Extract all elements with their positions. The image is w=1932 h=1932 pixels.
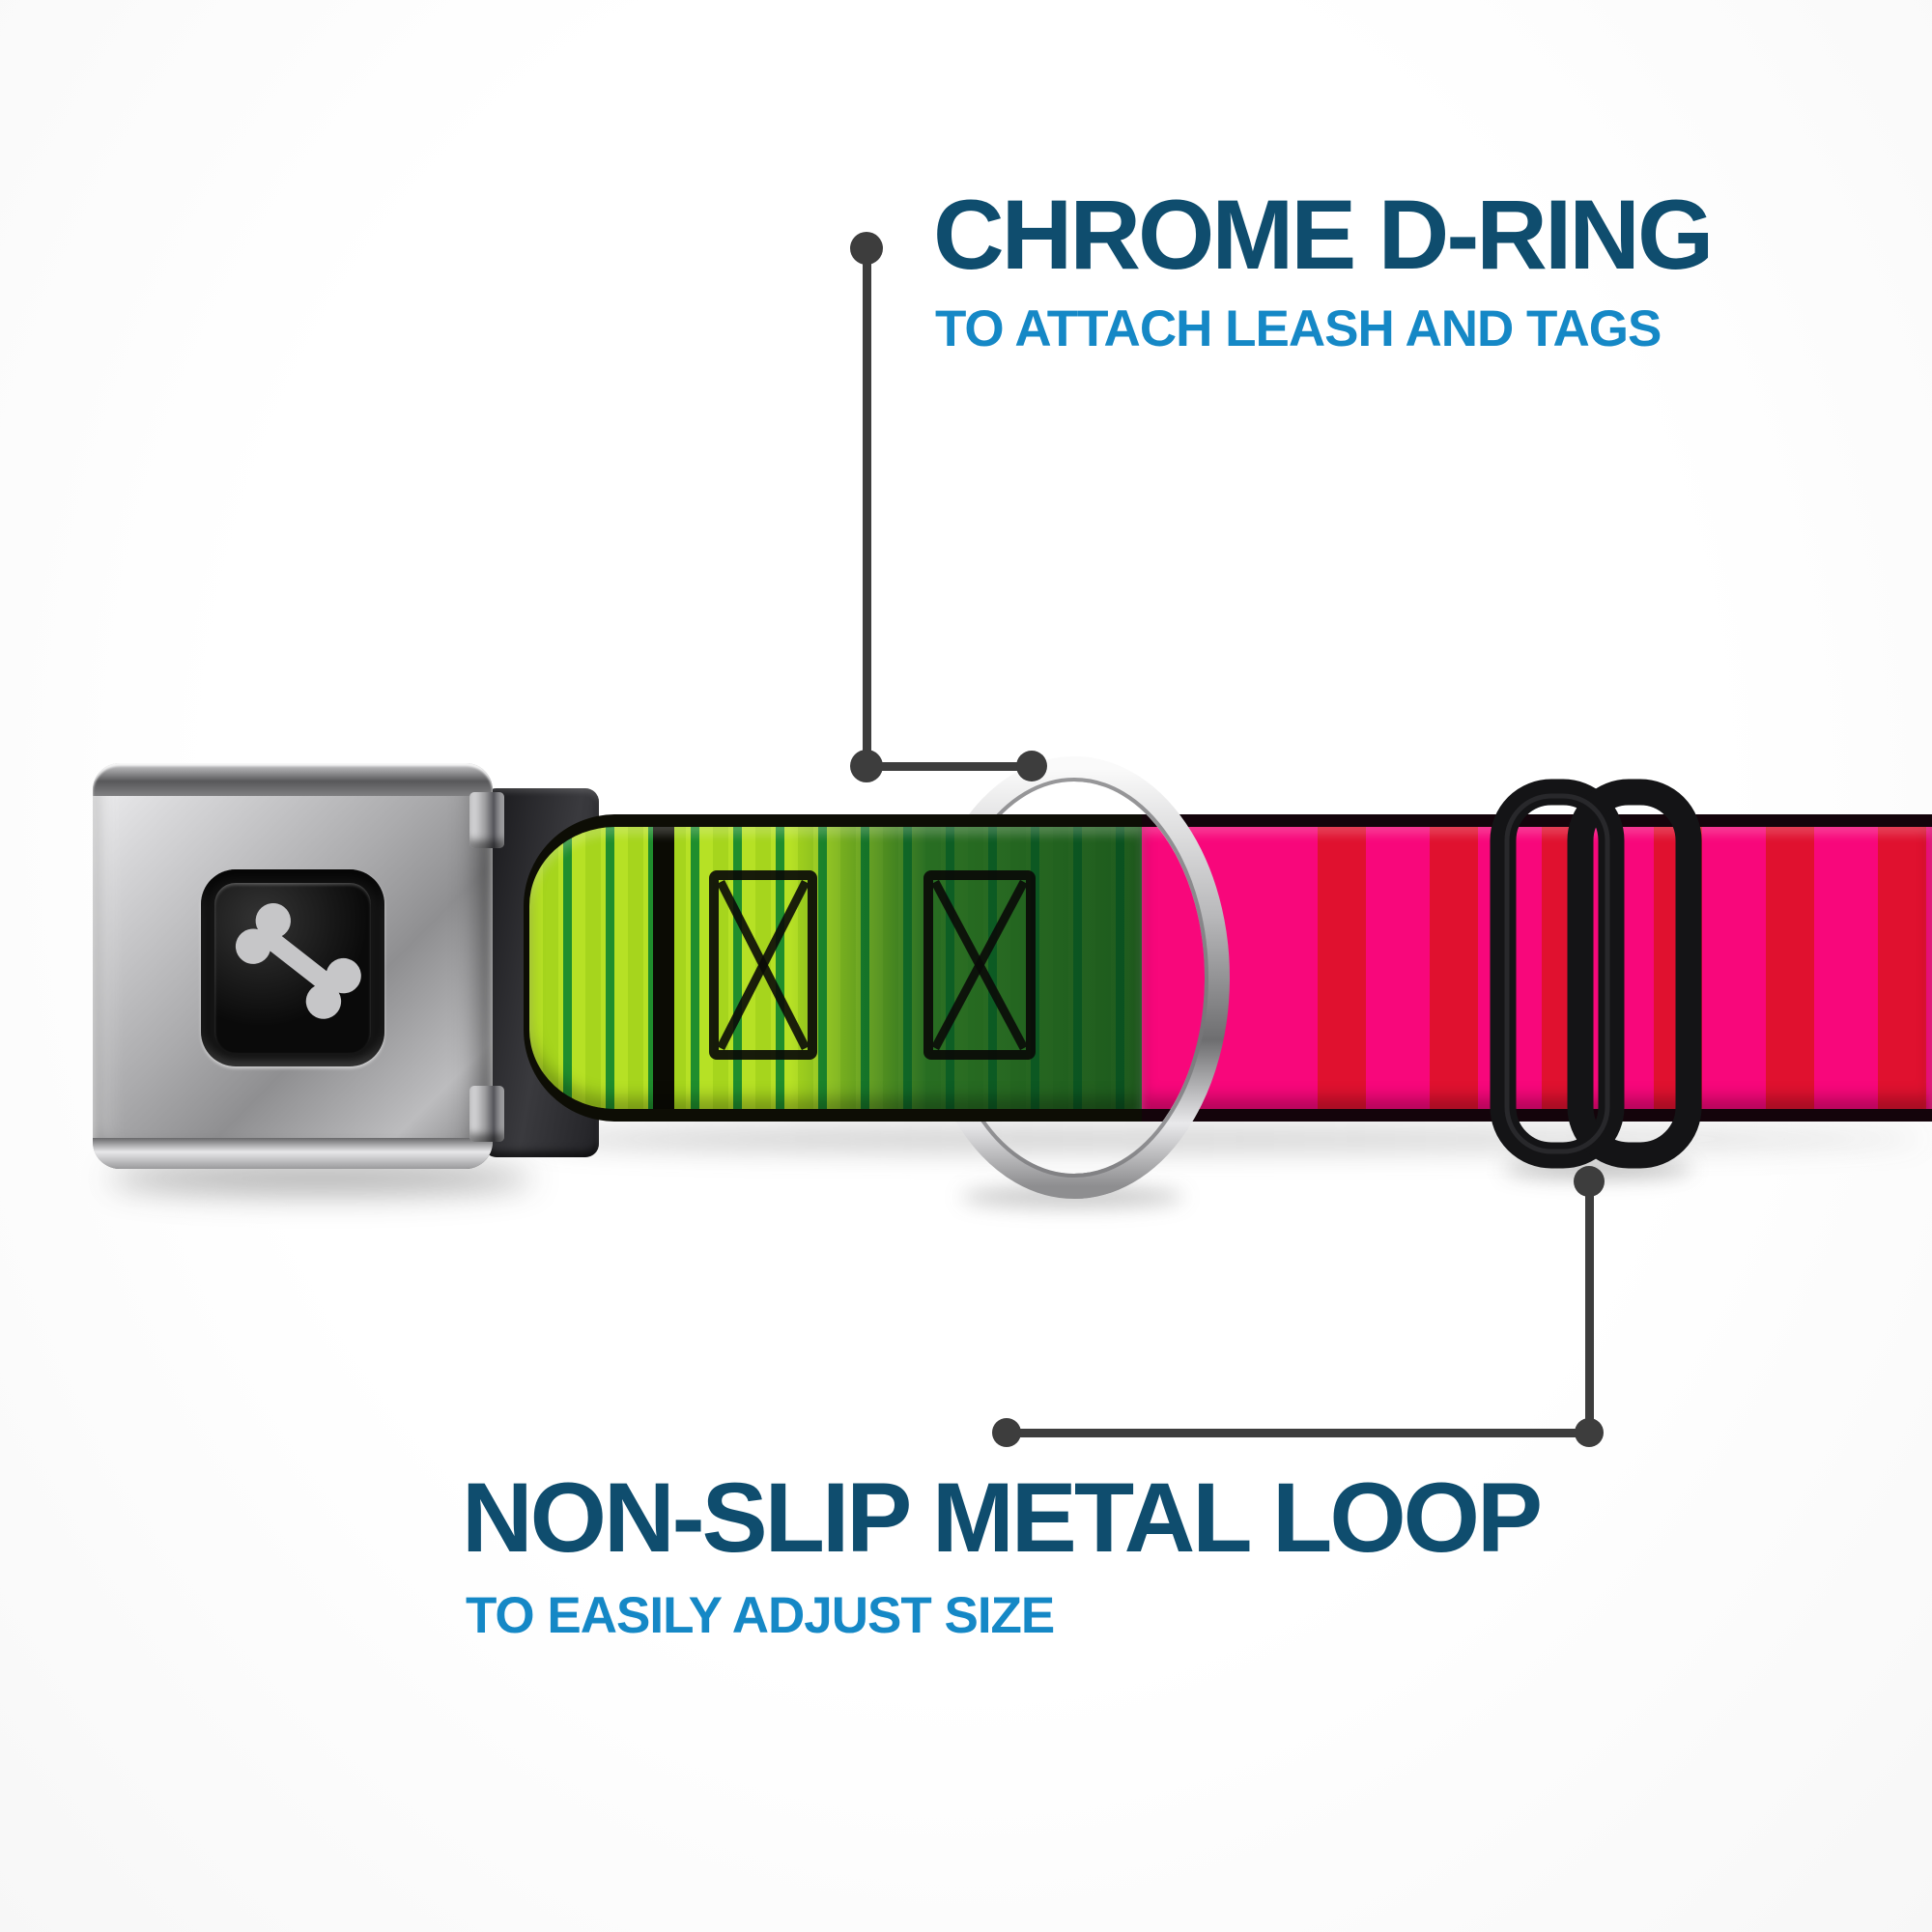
buckle-top-edge (93, 763, 493, 796)
callout-dot (1016, 751, 1047, 781)
callout-bottom-subtitle: TO EASILY ADJUST SIZE (466, 1587, 1055, 1644)
buckle-hinge-top (469, 792, 504, 848)
stitch-x-icon (933, 880, 1026, 1050)
stitch-box (709, 870, 817, 1060)
buckle-hinge-bottom (469, 1086, 504, 1142)
callout-top-subtitle: TO ATTACH LEASH AND TAGS (935, 300, 1662, 357)
dog-bone-icon (235, 903, 361, 1019)
callout-line (1585, 1188, 1594, 1432)
callout-top-title: CHROME D-RING (933, 180, 1714, 290)
webbing-green-section (524, 814, 1142, 1122)
callout-line (867, 762, 1035, 771)
stitch-x-icon (719, 880, 808, 1050)
callout-line (863, 253, 871, 769)
triglide-slider-icon (1490, 779, 1702, 1169)
callout-dot (992, 1418, 1021, 1447)
buckle-bottom-edge (93, 1138, 493, 1169)
webbing-pink-section (1142, 814, 1932, 1122)
callout-line (1007, 1429, 1586, 1437)
callout-bottom-title: NON-SLIP METAL LOOP (462, 1463, 1543, 1573)
stitch-box (923, 870, 1036, 1060)
d-ring-front-icon (1074, 756, 1230, 1199)
